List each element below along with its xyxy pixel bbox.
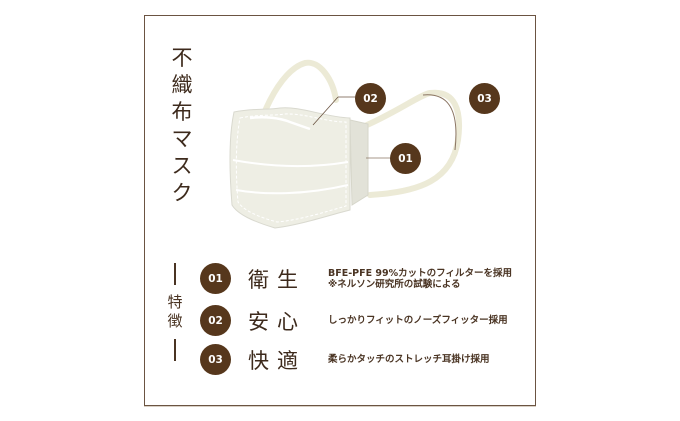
title-char: ク — [171, 181, 193, 205]
features-label-char: 徴 — [167, 312, 183, 330]
title-char: 不 — [171, 46, 193, 70]
features-side-label: 特 徴 — [165, 263, 185, 361]
front-ear-loop — [364, 89, 462, 198]
feature-description: しっかりフィットのノーズフィッター採用 — [328, 315, 508, 326]
callout-badge-03: 03 — [469, 83, 500, 114]
feature-name: 衛生 — [248, 267, 306, 292]
mask-illustration — [229, 59, 462, 229]
title-char: 布 — [171, 100, 193, 124]
divider-top — [174, 263, 176, 285]
feature-number-badge: 02 — [200, 305, 231, 336]
product-title-vertical: 不 織 布 マ ス ク — [171, 48, 193, 210]
feature-row-comfort: 03 快適 柔らかタッチのストレッチ耳掛け採用 — [200, 344, 490, 375]
feature-number-badge: 03 — [200, 344, 231, 375]
feature-number-badge: 01 — [200, 263, 231, 294]
feature-name: 安心 — [248, 309, 306, 334]
feature-row-hygiene: 01 衛生 BFE-PFE 99%カットのフィルターを採用 ※ネルソン研究所の試… — [200, 263, 512, 294]
feature-description: 柔らかタッチのストレッチ耳掛け採用 — [328, 354, 490, 365]
features-label-char: 特 — [167, 293, 183, 311]
feature-name: 快適 — [248, 348, 306, 373]
title-char: マ — [171, 127, 193, 151]
divider-bottom — [174, 339, 176, 361]
callout-badge-01: 01 — [390, 143, 421, 174]
feature-description: BFE-PFE 99%カットのフィルターを採用 ※ネルソン研究所の試験による — [328, 267, 512, 290]
title-char: 織 — [171, 73, 193, 97]
feature-row-safety: 02 安心 しっかりフィットのノーズフィッター採用 — [200, 305, 508, 336]
callout-badge-02: 02 — [355, 83, 386, 114]
title-char: ス — [171, 154, 193, 178]
